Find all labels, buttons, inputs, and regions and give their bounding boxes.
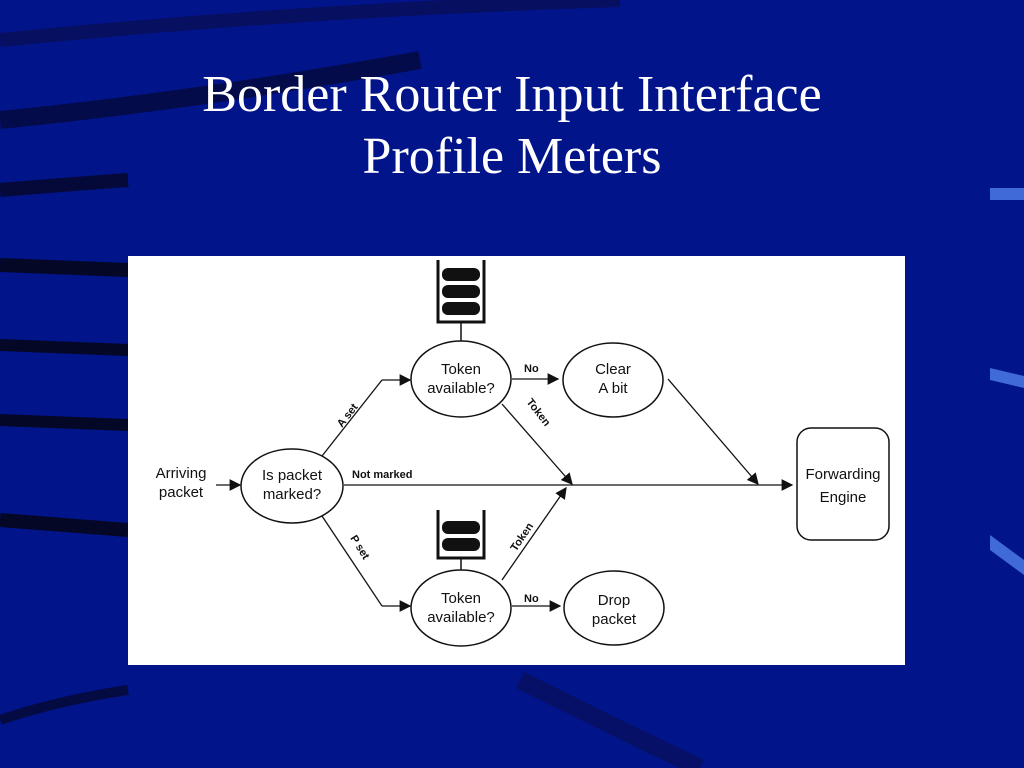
is-packet-marked-label: Is packet	[262, 467, 323, 484]
edge-clear-to-forward	[667, 378, 759, 485]
drop-packet-label: packet	[592, 611, 637, 628]
node-is-packet-marked	[240, 448, 344, 524]
no-label-top: No	[524, 363, 539, 375]
node-drop-packet	[563, 570, 665, 646]
token-available-top-label: available?	[427, 380, 495, 397]
no-label-bottom: No	[524, 593, 539, 605]
edge-token-top	[501, 403, 573, 485]
edge-p-set	[321, 515, 383, 607]
drop-packet-label: Drop	[598, 592, 631, 609]
forwarding-engine-label: Engine	[820, 489, 867, 506]
arriving-packet-label: packet	[159, 484, 204, 501]
node-token-available-top	[410, 340, 512, 418]
token-bucket-icon	[436, 260, 486, 352]
diagram-panel: Arriving packet Is packet marked? Token …	[128, 256, 905, 665]
token-available-top-label: Token	[441, 361, 481, 378]
a-set-label: A set	[335, 401, 361, 430]
not-marked-label: Not marked	[352, 469, 413, 481]
edge-token-bottom	[501, 486, 567, 581]
token-label-top: Token	[524, 396, 553, 428]
node-clear-a-bit	[562, 342, 664, 418]
title-line-1: Border Router Input Interface	[202, 66, 822, 123]
flow-diagram: Arriving packet Is packet marked? Token …	[156, 260, 890, 647]
is-packet-marked-label: marked?	[263, 486, 321, 503]
token-available-bottom-label: Token	[441, 590, 481, 607]
clear-a-bit-label: A bit	[598, 380, 628, 397]
forwarding-engine-label: Forwarding	[805, 466, 880, 483]
token-available-bottom-label: available?	[427, 609, 495, 626]
title-line-2: Profile Meters	[362, 128, 662, 185]
node-forwarding-engine	[796, 427, 890, 541]
p-set-label: P set	[347, 533, 371, 562]
slide-title: Border Router Input Interface Profile Me…	[0, 64, 1024, 188]
clear-a-bit-label: Clear	[595, 361, 631, 378]
arriving-packet-label: Arriving	[156, 465, 207, 482]
node-token-available-bottom	[410, 569, 512, 647]
edge-a-set	[321, 379, 383, 457]
token-bucket-icon	[436, 510, 486, 578]
